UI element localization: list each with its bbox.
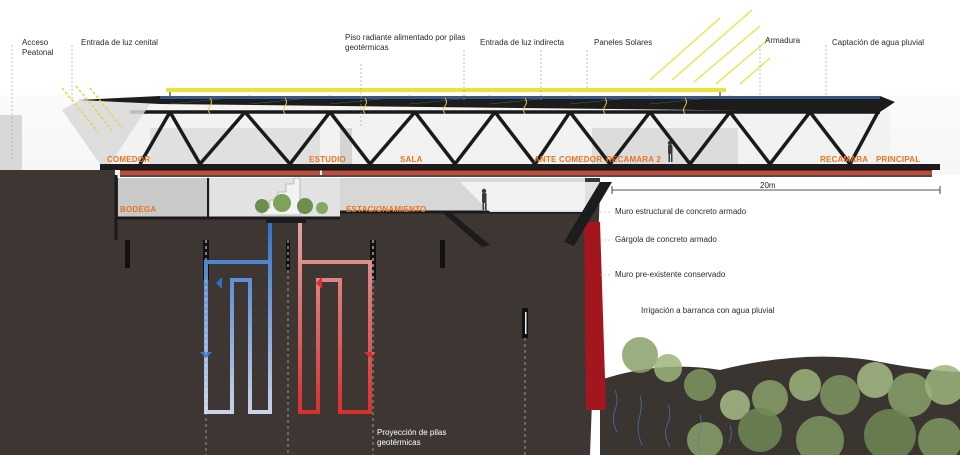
indirect-light (208, 97, 687, 115)
irrigation-streams (613, 389, 732, 452)
label-captacion-agua: Captación de agua pluvial (832, 38, 925, 47)
strut-right (564, 182, 612, 246)
label-piso-radiante: Piso radiante alimentado por pilas geoté… (345, 33, 466, 52)
sun-rays (649, 9, 771, 85)
truss (130, 110, 880, 166)
solar-panels (166, 88, 726, 92)
strut-left (444, 212, 490, 247)
scale-bar (611, 186, 941, 194)
preexisting-wall (584, 222, 606, 410)
label-acceso-peatonal: Acceso Peatonal (22, 38, 54, 57)
person-upper (667, 140, 673, 162)
radiant-floor-left (120, 170, 320, 175)
neighbor-building (0, 115, 22, 170)
main-slab (100, 164, 940, 170)
room-estacionamiento: ESTACIONAMIENTO (346, 205, 427, 214)
bodega-space (118, 178, 210, 218)
room-estudio: ESTUDIO (309, 155, 346, 164)
geothermal-loop (204, 217, 372, 414)
label-muro-preexistente: Muro pre-existente conservado (615, 270, 726, 279)
room-recamara: RECAMARA (820, 155, 869, 164)
zenith-light (61, 85, 123, 133)
label-armadura: Armadura (765, 36, 801, 45)
room-principal: PRINCIPAL (876, 155, 921, 164)
label-gargola: Gárgola de concreto armado (615, 235, 717, 244)
vegetation (622, 337, 960, 455)
room-ante-comedor: ANTE COMEDOR (534, 155, 603, 164)
label-proyeccion-pilas: Proyección de pilas geotérmicas (377, 428, 447, 447)
room-comedor: COMEDOR (107, 155, 151, 164)
label-irrigacion: Irrigación a barranca con agua pluvial (641, 306, 775, 315)
parking-light-well (460, 182, 600, 212)
label-entrada-luz-indirecta: Entrada de luz indirecta (480, 38, 565, 47)
person-parking (481, 188, 487, 210)
label-muro-estructural: Muro estructural de concreto armado (615, 207, 747, 216)
radiant-floor-right (322, 170, 932, 175)
room-bodega: BODEGA (120, 205, 157, 214)
leader-lines (11, 45, 827, 276)
label-entrada-luz-cenital: Entrada de luz cenital (81, 38, 158, 47)
room-recamara2: RECAMARA 2 (606, 155, 662, 164)
label-paneles-solares: Paneles Solares (594, 38, 653, 47)
court-plants (255, 194, 328, 214)
room-sala: SALA (400, 155, 423, 164)
scale-label: 20m (760, 181, 776, 190)
